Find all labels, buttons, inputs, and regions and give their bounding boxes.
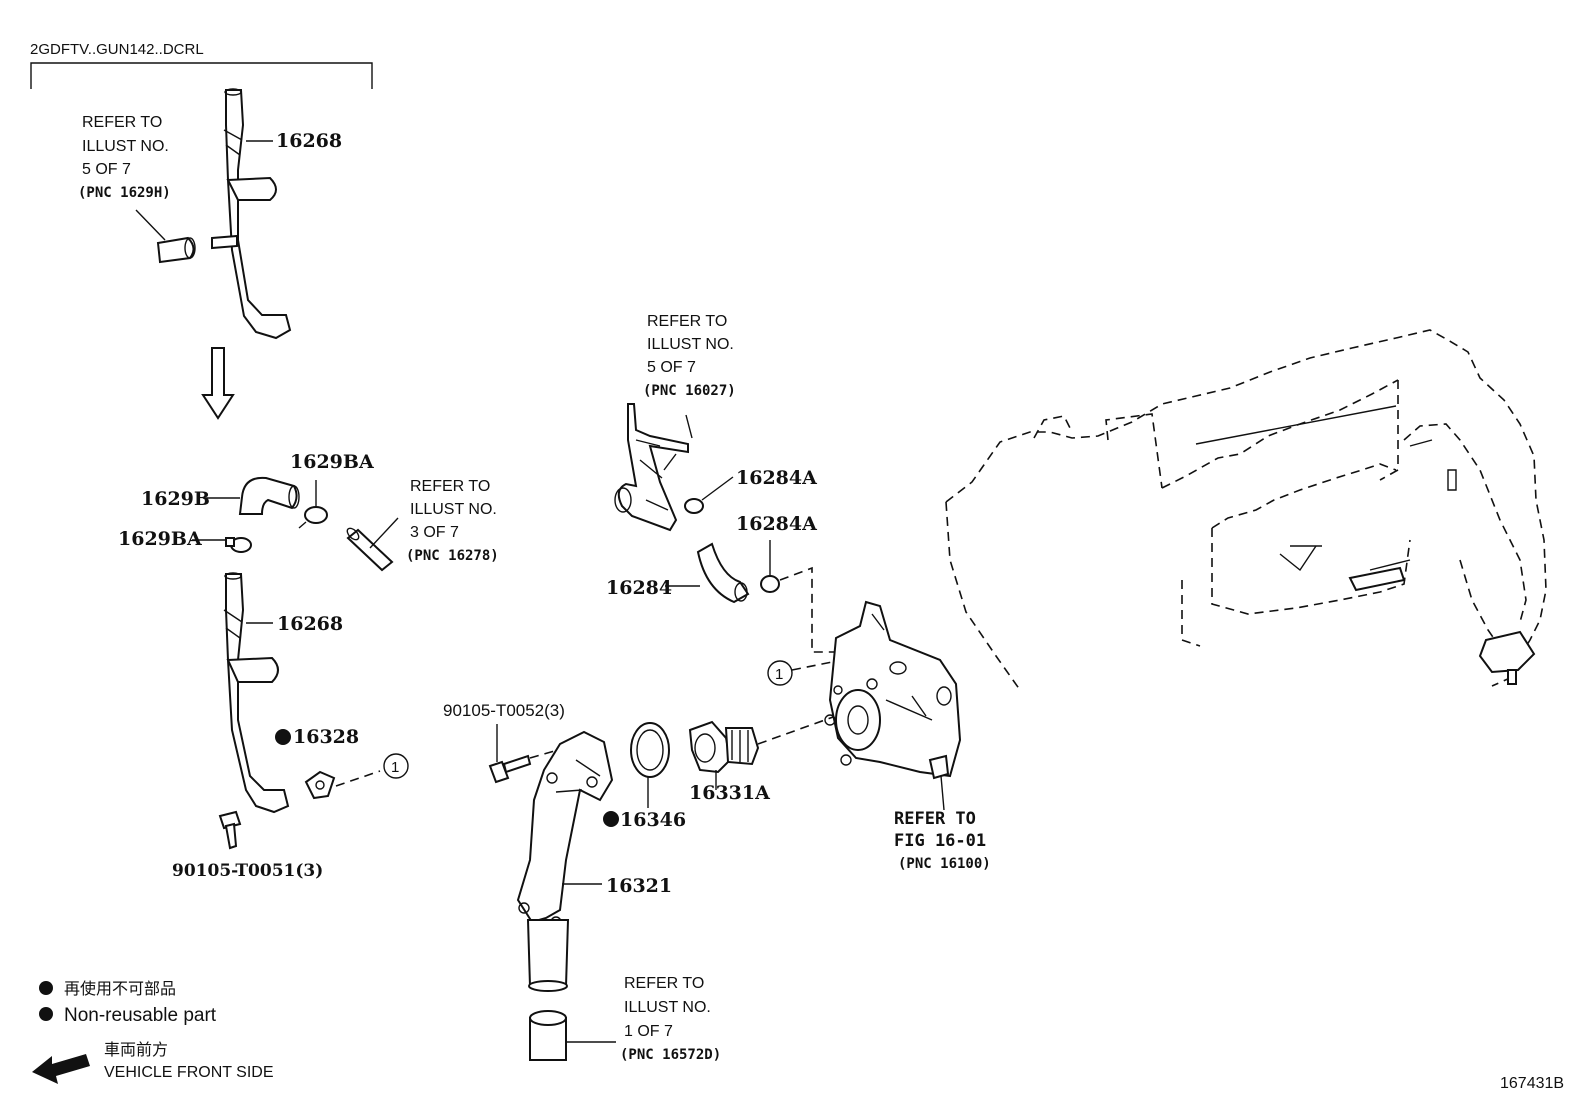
- water-pump-housing: [824, 600, 962, 780]
- bypass-pipe-16027: [614, 403, 689, 532]
- legend-dot-icon: [39, 1007, 53, 1021]
- part-16284a-lower: 16284A: [736, 513, 817, 535]
- engine-block-outline: [945, 329, 1547, 691]
- ref-r4: REFER TO FIG 16-01 (PNC 16100): [894, 809, 991, 872]
- down-arrow-icon: [201, 347, 235, 420]
- nonreusable-dot-icon: [275, 729, 291, 745]
- hose-stub-1629h: [135, 209, 196, 264]
- legend-front-en: VEHICLE FRONT SIDE: [104, 1064, 274, 1081]
- svg-text:ILLUST NO.: ILLUST NO.: [82, 138, 169, 155]
- part-1629ba-lower: 1629BA: [118, 528, 202, 550]
- water-outlet-16321: [516, 730, 614, 992]
- svg-text:REFER TO: REFER TO: [82, 114, 162, 131]
- svg-text:ILLUST NO.: ILLUST NO.: [647, 336, 734, 353]
- part-90105-t0051: 90105-T0051(3): [172, 861, 323, 881]
- svg-text:REFER TO: REFER TO: [624, 975, 704, 992]
- clamp-1629ba-upper: [298, 480, 328, 529]
- svg-text:(PNC 16027): (PNC 16027): [643, 383, 736, 399]
- ref-r2: REFER TO ILLUST NO. 3 OF 7 (PNC 16278): [406, 478, 499, 564]
- part-16268-top: 16268: [276, 130, 342, 152]
- clamp-16284a-upper: [684, 498, 704, 514]
- part-16328: 16328: [293, 726, 359, 748]
- svg-text:REFER TO: REFER TO: [647, 313, 727, 330]
- ref-r5: REFER TO ILLUST NO. 1 OF 7 (PNC 16572D): [620, 975, 721, 1063]
- legend-nonreusable-en: Non-reusable part: [64, 1005, 217, 1026]
- part-16331a: 16331A: [689, 782, 770, 804]
- svg-text:5 OF 7: 5 OF 7: [647, 359, 696, 376]
- svg-text:1: 1: [391, 759, 399, 776]
- svg-text:REFER TO: REFER TO: [410, 478, 490, 495]
- svg-text:3 OF 7: 3 OF 7: [410, 524, 459, 541]
- bolt-90105-t0051: [218, 810, 242, 850]
- svg-text:(PNC 16572D): (PNC 16572D): [620, 1047, 721, 1063]
- bolt-90105-t0052: [488, 754, 532, 784]
- engine-code-bracket: [30, 62, 373, 89]
- legend-front-jp: 車両前方: [104, 1041, 168, 1059]
- svg-text:1: 1: [775, 666, 783, 683]
- front-arrow-icon: [32, 1054, 90, 1084]
- ref-r1: REFER TO ILLUST NO. 5 OF 7 (PNC 1629H): [78, 114, 171, 201]
- part-16268-mid: 16268: [277, 613, 343, 635]
- part-16321: 16321: [606, 875, 672, 897]
- nonreusable-dot-icon: [603, 811, 619, 827]
- svg-text:REFER TO: REFER TO: [894, 809, 976, 829]
- water-pipe-top: [211, 88, 292, 340]
- part-1629ba-upper: 1629BA: [290, 451, 374, 473]
- legend-dot-icon: [39, 981, 53, 995]
- clamp-1629ba-lower: [192, 537, 252, 553]
- hose-16284: [696, 542, 750, 604]
- svg-text:5 OF 7: 5 OF 7: [82, 161, 131, 178]
- gasket-16346: [630, 722, 670, 778]
- legend-nonreusable-jp: 再使用不可部品: [64, 980, 176, 998]
- callout-1-left: [383, 753, 409, 779]
- svg-text:(PNC 1629H): (PNC 1629H): [78, 185, 171, 201]
- illustration-number: 167431B: [1500, 1075, 1564, 1092]
- callout-1-right: [767, 660, 793, 686]
- part-90105-t0052: 90105-T0052(3): [443, 701, 565, 720]
- hose-stub-16278: [346, 517, 399, 572]
- engine-code-label: 2GDFTV..GUN142..DCRL: [30, 41, 204, 58]
- svg-text:(PNC 16100): (PNC 16100): [898, 856, 991, 872]
- svg-text:ILLUST NO.: ILLUST NO.: [624, 999, 711, 1016]
- svg-text:1 OF 7: 1 OF 7: [624, 1023, 673, 1040]
- water-pipe-mid: [223, 572, 290, 814]
- svg-text:(PNC 16278): (PNC 16278): [406, 548, 499, 564]
- gasket-16328: [304, 770, 336, 800]
- svg-text:ILLUST NO.: ILLUST NO.: [410, 501, 497, 518]
- svg-text:FIG 16-01: FIG 16-01: [894, 831, 986, 851]
- part-1629b: 1629B: [141, 488, 210, 510]
- part-16346: 16346: [620, 809, 686, 831]
- part-16284a-upper: 16284A: [736, 467, 817, 489]
- hose-stub-16572d: [529, 1010, 567, 1061]
- ref-r3: REFER TO ILLUST NO. 5 OF 7 (PNC 16027): [643, 313, 736, 399]
- clamp-16284a-lower: [760, 540, 780, 593]
- hose-1629b: [238, 476, 300, 515]
- part-16284: 16284: [606, 577, 672, 599]
- thermostat-16331a: [688, 720, 760, 774]
